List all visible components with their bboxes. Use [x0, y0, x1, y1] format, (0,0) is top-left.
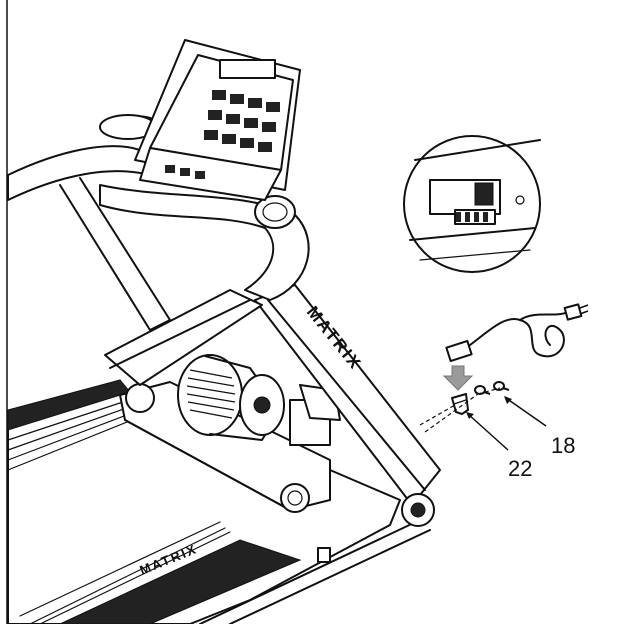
leader-18 [505, 397, 547, 427]
hardware: 18 22 [419, 365, 575, 481]
leader-22 [467, 413, 509, 451]
power-cord-icon [445, 303, 589, 363]
down-arrow-icon [442, 365, 474, 391]
treadmill-deck: MATRIX [7, 379, 431, 624]
treadmill: MATRIX [7, 39, 441, 624]
motor-hood [119, 381, 331, 513]
callout-label-18: 18 [551, 433, 575, 458]
drive-motor [177, 354, 341, 446]
screw [474, 381, 510, 395]
callout-label-22: 22 [508, 456, 532, 481]
rear-foot [317, 547, 331, 563]
handrail-crossbar [104, 289, 263, 386]
console [134, 39, 301, 201]
detail-inset [403, 135, 541, 273]
left-upright [59, 177, 171, 331]
